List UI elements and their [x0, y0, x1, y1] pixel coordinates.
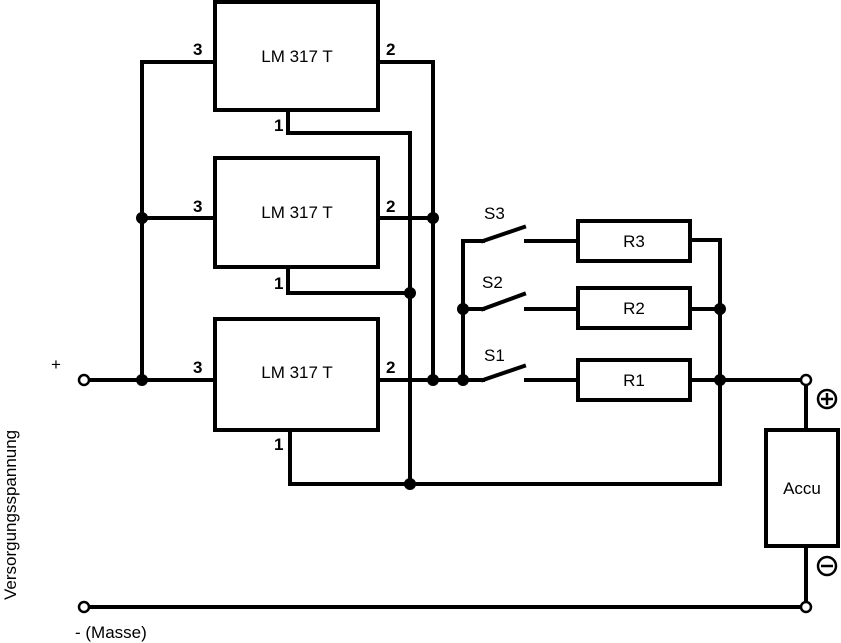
adj-wire-3	[288, 238, 722, 486]
regulator-1-label: LM 317 T	[261, 47, 333, 66]
pin-1-label: 1	[274, 274, 283, 293]
junction-dot	[427, 374, 439, 386]
pin-2-label: 2	[386, 197, 395, 216]
junction-dot	[136, 212, 148, 224]
battery-minus-symbol	[816, 555, 838, 577]
resistor-r2-label: R2	[623, 299, 645, 318]
regulator-2	[213, 156, 380, 269]
regulator-3	[213, 317, 380, 432]
junction-dot	[457, 374, 469, 386]
pin-3-label: 3	[193, 40, 202, 59]
junction-dot	[427, 212, 439, 224]
junction-dot	[404, 478, 416, 490]
regulator-1	[213, 0, 380, 112]
supply-minus-label: - (Masse)	[75, 623, 147, 642]
battery-plus-symbol	[816, 388, 838, 410]
battery-plus-terminal	[799, 373, 813, 387]
regulator-2-label: LM 317 T	[261, 203, 333, 222]
pin-1-label: 1	[274, 435, 283, 454]
supply-voltage-label: Versorgungsspannung	[1, 430, 20, 600]
supply-minus-terminal	[77, 600, 91, 614]
switch-s2	[480, 291, 527, 312]
resistor-r3	[576, 219, 692, 263]
adj-wire-2	[286, 265, 412, 295]
battery	[764, 428, 840, 548]
resistor-r2	[576, 286, 692, 330]
pin-3-label: 3	[193, 358, 202, 377]
junction-dot	[457, 303, 469, 315]
junction-dot	[714, 374, 726, 386]
adj-bus	[286, 108, 412, 486]
output-bus	[376, 60, 435, 382]
junction-dot	[404, 287, 416, 299]
switch-s3-label: S3	[484, 204, 505, 223]
resistor-r1	[576, 358, 692, 402]
regulator-3-label: LM 317 T	[261, 363, 333, 382]
pin-2-label: 2	[386, 358, 395, 377]
input-bus	[140, 60, 217, 382]
switch-common	[461, 239, 485, 382]
pin-1-label: 1	[274, 116, 283, 135]
switch-s2-label: S2	[482, 273, 503, 292]
pin-2-label: 2	[386, 40, 395, 59]
supply-plus-terminal	[77, 373, 91, 387]
pin-3-label: 3	[193, 197, 202, 216]
switch-s1	[480, 363, 527, 383]
battery-label: Accu	[783, 479, 821, 498]
resistor-r1-label: R1	[623, 371, 645, 390]
junction-dot	[714, 303, 726, 315]
supply-plus-label: +	[51, 355, 61, 374]
junction-dot	[136, 374, 148, 386]
switch-s3	[480, 224, 527, 244]
switch-s1-label: S1	[484, 346, 505, 365]
resistor-r3-label: R3	[623, 232, 645, 251]
battery-minus-terminal	[799, 600, 813, 614]
